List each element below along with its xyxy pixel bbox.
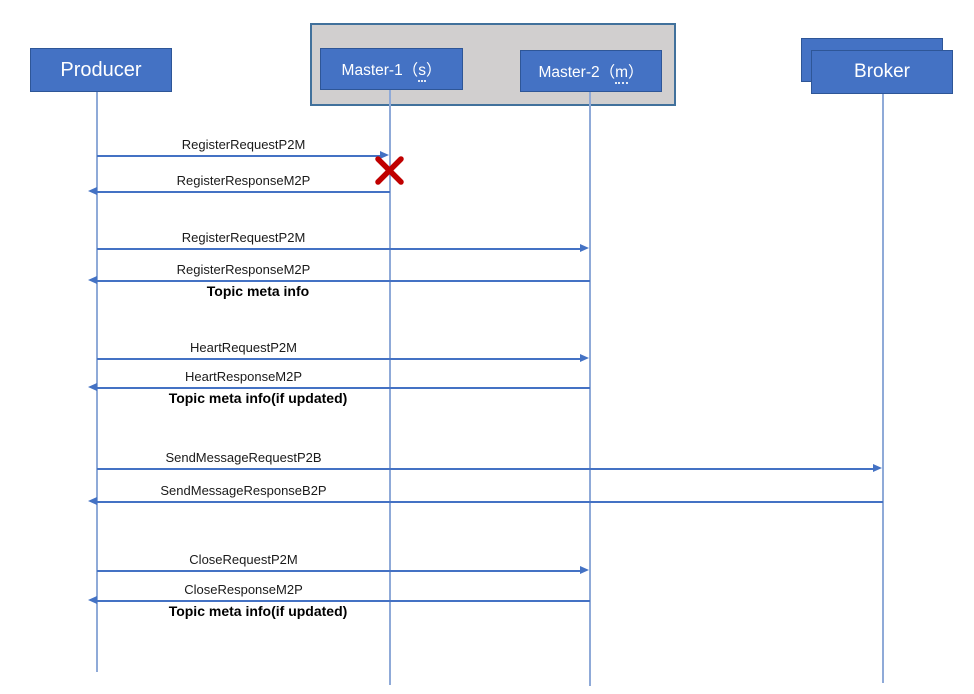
arrowhead-right-icon: [580, 244, 589, 253]
actor-label-master2: Master-2（m）: [538, 60, 644, 84]
arrowhead-left-icon: [88, 187, 97, 196]
message-label: CloseResponseM2P: [184, 582, 303, 597]
message-label: RegisterResponseM2P: [176, 262, 311, 277]
arrowhead-left-icon: [88, 383, 97, 392]
message-label: RegisterResponseM2P: [176, 173, 311, 188]
message-label: CloseRequestP2M: [189, 552, 298, 567]
broker-lifeline: [882, 94, 884, 683]
message-note: Topic meta info(if updated): [168, 390, 348, 406]
message-line: [96, 191, 390, 193]
message-label: SendMessageRequestP2B: [165, 450, 322, 465]
arrowhead-right-icon: [873, 464, 882, 473]
message-line: [97, 358, 582, 360]
message-label: HeartRequestP2M: [190, 340, 297, 355]
master2-lifeline: [589, 92, 591, 686]
message-line: [97, 248, 582, 250]
message-line: [96, 501, 883, 503]
arrowhead-left-icon: [88, 276, 97, 285]
arrowhead-left-icon: [88, 596, 97, 605]
failure-x-icon: [375, 156, 404, 185]
message-note: Topic meta info: [206, 283, 310, 299]
arrowhead-left-icon: [88, 497, 97, 506]
arrowhead-right-icon: [580, 354, 589, 363]
message-label: RegisterRequestP2M: [181, 230, 306, 245]
message-label: SendMessageResponseB2P: [160, 483, 327, 498]
spellcheck-underline: m: [615, 64, 629, 84]
message-note: Topic meta info(if updated): [168, 603, 348, 619]
spellcheck-underline: s: [418, 62, 426, 82]
actor-box-broker: Broker: [811, 50, 953, 94]
message-line: [97, 570, 582, 572]
message-label: RegisterRequestP2M: [181, 137, 306, 152]
actor-label-broker: Broker: [854, 61, 910, 82]
arrowhead-right-icon: [580, 566, 589, 575]
message-line: [96, 387, 590, 389]
actor-label-producer: Producer: [60, 58, 142, 81]
message-line: [96, 600, 590, 602]
actor-label-master1: Master-1（s）: [342, 58, 441, 82]
arrowhead-right-icon: [380, 151, 389, 160]
actor-box-master2: Master-2（m）: [520, 50, 662, 92]
actor-box-producer: Producer: [30, 48, 172, 92]
message-line: [97, 155, 382, 157]
message-line: [96, 280, 590, 282]
producer-lifeline: [96, 92, 98, 672]
message-label: HeartResponseM2P: [184, 369, 303, 384]
message-line: [97, 468, 875, 470]
actor-box-master1: Master-1（s）: [320, 48, 463, 90]
